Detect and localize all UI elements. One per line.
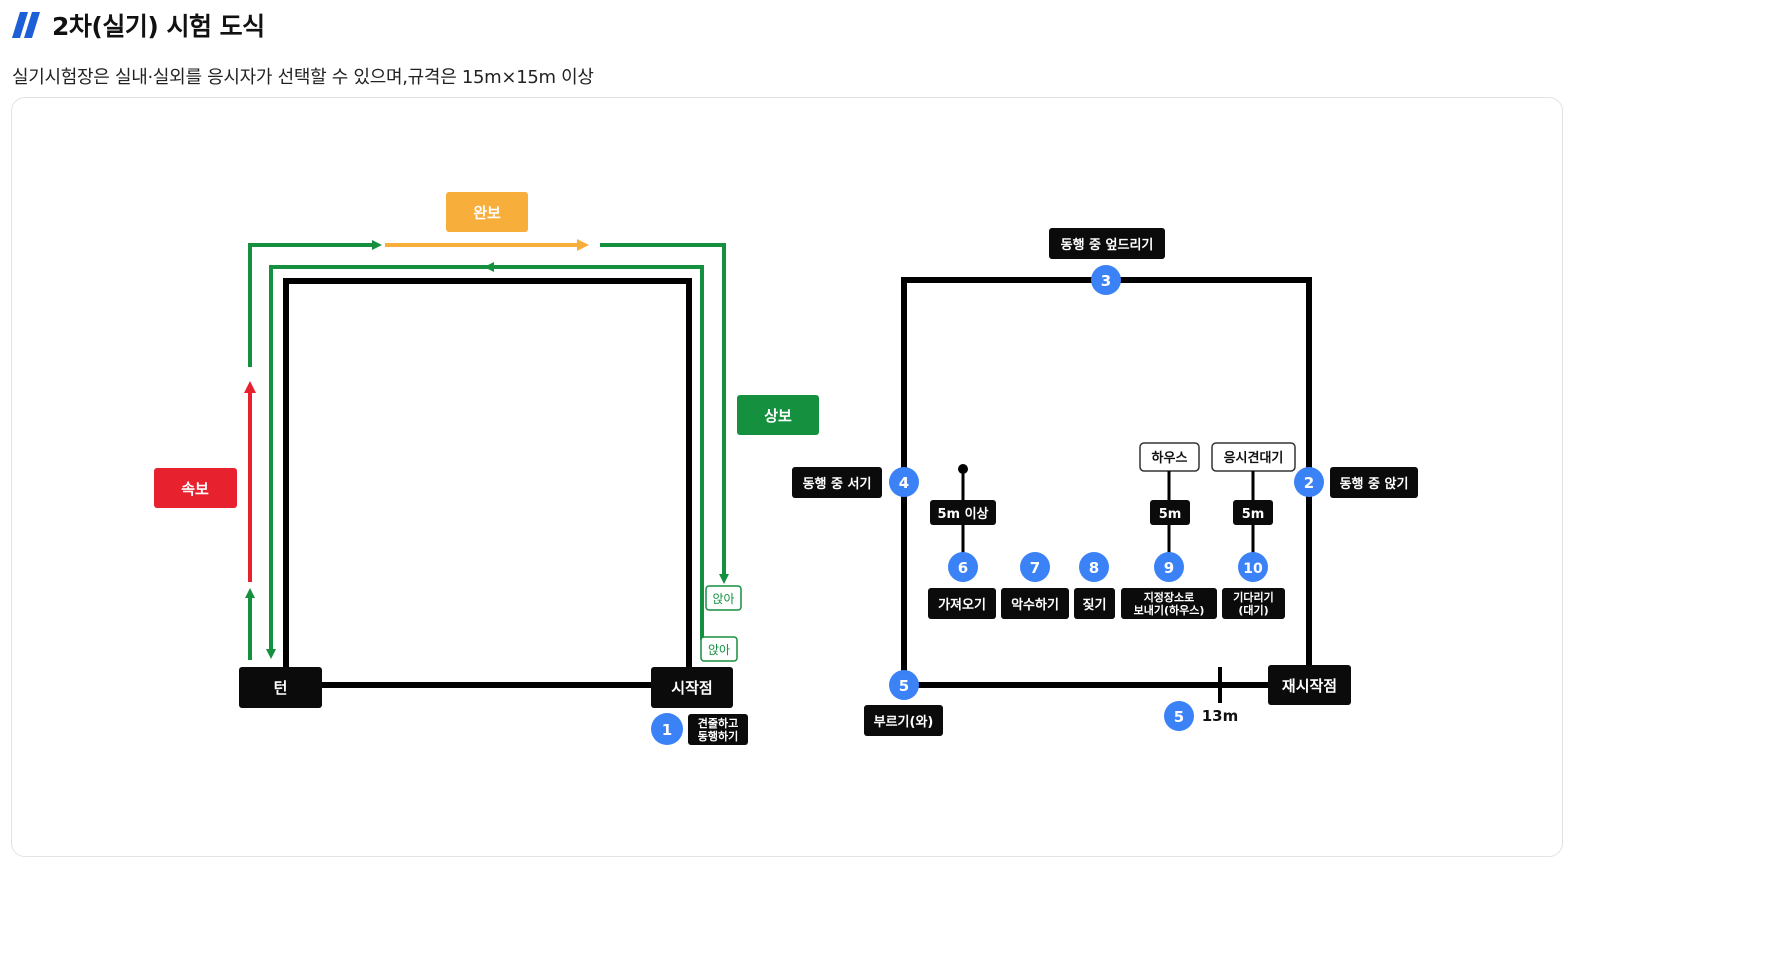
green-inner-left [266,265,490,659]
step-10-distance-box [1233,500,1273,525]
sokbo-label: 속보 [181,480,209,498]
sangbo-box [737,395,819,435]
left-diagram: 완보 상보 속보 앉아 앉아 턴 시작점 1 견줄하고 동행하기 [154,192,819,745]
step-7-box [1001,588,1069,619]
step-5-box [864,705,943,736]
right-diagram: 동행 중 엎드리기 3 동행 중 서기 4 2 동행 중 앉기 5 부르기(와)… [792,228,1418,736]
step-2-number: 2 [1304,474,1314,492]
step-1-marker [651,713,683,745]
start-box [651,667,733,708]
step-10-number: 10 [1243,561,1263,577]
step-10-top-label: 응시견대기 [1224,450,1284,466]
green-inner-top [484,262,704,640]
sit-label-top: 앉아 [712,592,734,606]
restart-label: 재시작점 [1282,677,1337,695]
step-10-label-line1: 기다리기 [1233,590,1273,604]
step-8-box [1074,588,1115,619]
sit-label-bottom: 앉아 [708,643,730,657]
step-8-number: 8 [1089,559,1099,577]
step-9-marker [1154,552,1184,582]
step-3-label: 동행 중 엎드리기 [1061,237,1154,253]
step-10-marker [1238,552,1268,582]
step-9-label-line2: 보내기(하우스) [1134,603,1205,617]
step-6-marker [948,552,978,582]
step-1-text-line1: 견줄하고 [698,716,738,730]
sangbo-label: 상보 [764,407,792,425]
sokbo-box [154,468,237,508]
step-6-label: 가져오기 [938,598,986,613]
step-4-label: 동행 중 서기 [803,476,872,492]
step-4-box [792,467,882,498]
double-slash-icon [12,12,40,38]
step-4-marker [889,467,919,497]
course-square [901,277,1312,685]
step-9-distance: 5m [1159,507,1182,522]
wanbo-box [446,192,528,232]
step-1-number: 1 [662,721,672,739]
step-9-distance-box [1150,500,1190,525]
step-1-box [688,714,748,745]
turn-label: 턴 [274,679,288,697]
start-label: 시작점 [671,679,712,697]
step-2-box [1330,467,1418,498]
step-10-distance: 5m [1242,507,1265,522]
page-title: 2차(실기) 시험 도식 [52,12,265,41]
page-subtitle: 실기시험장은 실내·실외를 응시자가 선택할 수 있으며,규격은 15m×15m… [12,67,594,88]
step-7-marker [1020,552,1050,582]
green-path-up-left [248,240,382,367]
step-5-number: 5 [899,677,909,695]
step-2-label: 동행 중 앉기 [1340,476,1409,492]
step-9-number: 9 [1164,559,1174,577]
step-5-marker [889,670,919,700]
step-3-marker [1091,265,1121,295]
course-outline [283,278,692,682]
step-6-distance-box [930,500,996,525]
step-5-label: 부르기(와) [874,714,934,730]
step-3-box [1049,228,1165,259]
step-6-box [928,588,996,619]
sit-box-bottom [700,636,738,662]
step-9-label-line1: 지정장소로 [1144,590,1195,604]
step-10-box [1222,588,1285,619]
step-8-label: 짖기 [1083,598,1107,613]
step-6-distance: 5m 이상 [937,506,988,522]
step-6-number: 6 [958,559,968,577]
step-9-top-label: 하우스 [1152,450,1188,466]
wanbo-label: 완보 [473,204,501,222]
step-7-number: 7 [1030,559,1040,577]
restart-box [1268,665,1351,705]
step-8-marker [1079,552,1109,582]
title-row: 2차(실기) 시험 도식 [12,8,265,42]
step-5b-marker [1164,701,1194,731]
step-3-number: 3 [1101,272,1111,290]
step-5b-distance: 13m [1202,707,1239,725]
green-path-right-down [600,243,729,584]
turn-box [239,667,322,708]
step-4-number: 4 [899,474,909,492]
step-7-label: 악수하기 [1011,597,1059,613]
step-5b-number: 5 [1174,708,1184,726]
sit-box-top [705,585,742,611]
step-2-marker [1294,467,1324,497]
step-1-text-line2: 동행하기 [698,729,738,743]
step-9-box [1121,588,1217,619]
step-10-label-line2: (대기) [1238,603,1268,617]
